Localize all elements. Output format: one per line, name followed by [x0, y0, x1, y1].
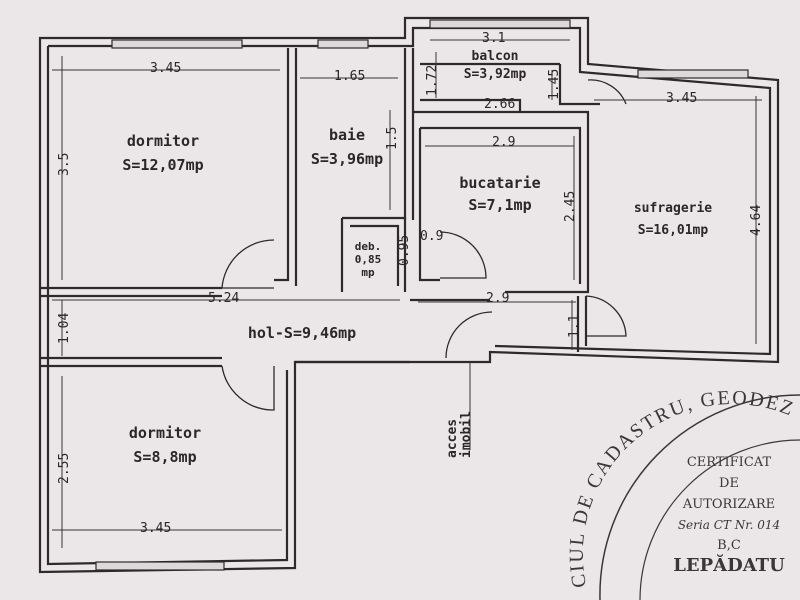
- dim-baie-height: 1.5: [385, 126, 400, 150]
- room-debara-name: deb.: [354, 240, 382, 253]
- dim-sufragerie-width: 3.45: [666, 91, 698, 106]
- room-sufragerie-area: S=16,01mp: [637, 223, 709, 238]
- dim-sufragerie-height: 4.64: [749, 204, 764, 236]
- dim-dormitor-2-width: 3.45: [140, 521, 172, 536]
- dim-debara-width: 0.9: [420, 229, 444, 244]
- dim-hol-height-left: 1.04: [57, 312, 72, 344]
- stamp-line-4: Seria CT Nr. 014: [677, 518, 781, 532]
- dimension-lines: [52, 39, 762, 548]
- dim-hol-width-right: 2.9: [486, 291, 510, 306]
- window-dormitor-1: [111, 39, 243, 49]
- room-balcon-area: S=3,92mp: [463, 67, 527, 82]
- room-bucatarie-name: bucatarie: [459, 174, 541, 192]
- dim-balcon-left-height: 1.72: [425, 64, 440, 96]
- dim-bucatarie-width: 2.9: [492, 135, 516, 150]
- dim-bucatarie-height: 2.45: [563, 190, 578, 222]
- dim-balcon-inner: 2.66: [484, 97, 516, 112]
- stamp-line-1: CERTIFICAT: [686, 455, 772, 470]
- room-baie-area: S=3,96mp: [310, 150, 384, 168]
- room-balcon: balcon S=3,92mp: [440, 48, 550, 84]
- window-dormitor-2: [95, 561, 225, 571]
- entrance-label-line2: imobil: [459, 411, 474, 458]
- room-baie: baie S=3,96mp: [292, 126, 402, 168]
- windows: [95, 19, 749, 571]
- certification-stamp: CERTIFICAT DE AUTORIZARE Seria CT Nr. 01…: [664, 455, 794, 576]
- door-dormitor-2: [221, 365, 275, 411]
- room-bucatarie: bucatarie S=7,1mp: [440, 174, 560, 214]
- door-dormitor-1: [221, 239, 275, 289]
- room-balcon-name: balcon: [471, 49, 519, 64]
- room-dormitor-2-name: dormitor: [128, 424, 202, 442]
- stamp-line-3: AUTORIZARE: [682, 497, 776, 512]
- room-debara-unit: mp: [361, 266, 375, 279]
- room-debara: deb. 0,85 mp: [348, 240, 388, 279]
- dim-debara-height: 0.95: [397, 234, 412, 266]
- room-dormitor-2: dormitor S=8,8mp: [100, 424, 230, 466]
- door-entrance: [445, 311, 493, 359]
- interior-walls: [40, 48, 600, 368]
- room-bucatarie-area: S=7,1mp: [468, 196, 532, 214]
- room-hol: hol-S=9,46mp: [222, 324, 382, 342]
- room-baie-name: baie: [328, 126, 366, 144]
- dim-balcon-width: 3.1: [482, 31, 506, 46]
- dim-dormitor-2-height: 2.55: [57, 452, 72, 484]
- window-balcon: [429, 19, 571, 29]
- dim-hol-width-left: 5.24: [208, 291, 240, 306]
- room-sufragerie: sufragerie S=16,01mp: [618, 200, 728, 240]
- room-dormitor-1-name: dormitor: [126, 132, 200, 150]
- room-dormitor-1-area: S=12,07mp: [122, 156, 204, 174]
- stamp-line-6: LEPĂDATU: [673, 555, 785, 576]
- window-sufragerie: [637, 69, 749, 79]
- entrance-label: acces imobil: [445, 411, 474, 458]
- dim-hol-height-right: 1.1: [567, 314, 582, 338]
- room-dormitor-1: dormitor S=12,07mp: [98, 132, 228, 174]
- stamp-line-5: B,C: [717, 538, 741, 553]
- dim-dormitor-1-height: 3.5: [57, 152, 72, 176]
- door-bucatarie: [439, 231, 487, 279]
- room-sufragerie-name: sufragerie: [633, 201, 713, 216]
- door-sufragerie: [585, 295, 627, 337]
- stamp-line-2: DE: [719, 476, 739, 491]
- room-dormitor-2-area: S=8,8mp: [133, 448, 197, 466]
- entrance-label-line1: acces: [445, 418, 460, 458]
- dim-baie-width: 1.65: [334, 69, 366, 84]
- room-hol-name: hol-S=9,46mp: [247, 324, 357, 342]
- dim-dormitor-1-width: 3.45: [150, 61, 182, 76]
- dim-balcon-right-height: 1.45: [547, 68, 562, 100]
- room-debara-area: 0,85: [354, 253, 382, 266]
- window-baie: [317, 39, 369, 49]
